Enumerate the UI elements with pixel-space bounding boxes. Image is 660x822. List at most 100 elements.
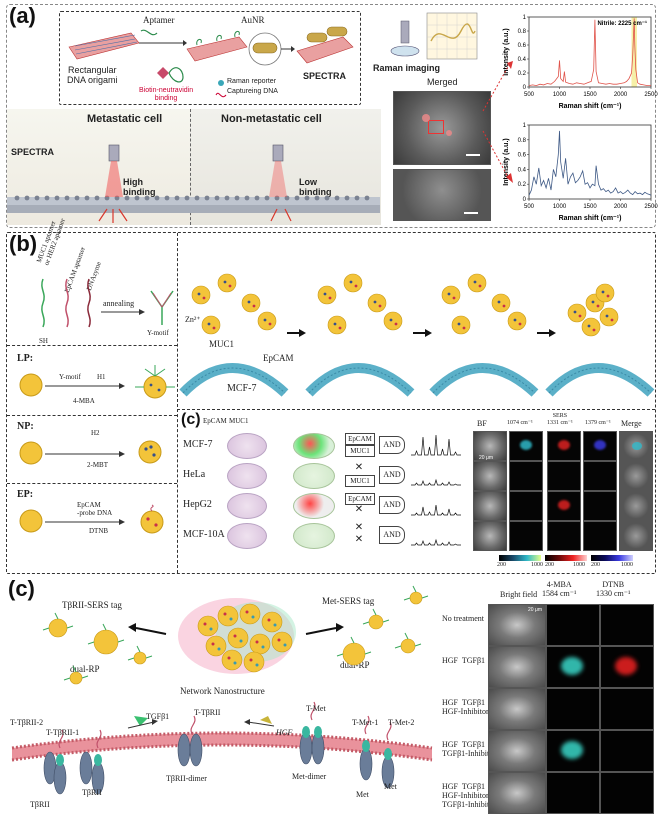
mcf7-label-b: MCF-7 xyxy=(227,383,257,394)
c1-micrograph-bf xyxy=(473,431,507,461)
c1-input-1: ✕ xyxy=(345,463,373,473)
reporter-dot xyxy=(513,318,517,322)
ep-arrow xyxy=(45,519,125,525)
x-tick-label: 500 xyxy=(524,92,535,98)
c1-spectrum-line xyxy=(411,504,461,516)
c1-and-gate: AND xyxy=(379,526,405,544)
biotin-neutravidin-icon xyxy=(157,67,184,83)
y-tick-label: 0.4 xyxy=(518,57,527,63)
reporter-dot xyxy=(255,640,259,644)
y-tick-label: 0 xyxy=(523,85,527,91)
panel-a-label: (a) xyxy=(9,3,36,28)
c1-input-2: ✕ xyxy=(345,505,373,515)
hgf-label: HGF xyxy=(276,728,293,737)
sers-tag-particle xyxy=(400,638,416,654)
c1-and-gate: AND xyxy=(379,466,405,484)
colorbar-cyan xyxy=(499,555,541,561)
c1-col-bf: BF xyxy=(477,419,487,428)
raman-imaging-label: Raman imaging xyxy=(373,63,441,73)
c1-micrograph-sers3 xyxy=(583,491,617,521)
reporter-dot xyxy=(247,300,251,304)
reporter-dot xyxy=(223,280,227,284)
gold-nanoparticle xyxy=(343,273,363,293)
metastatic-title: Metastatic cell xyxy=(87,113,163,125)
y-axis-label: Intensity (a.u.) xyxy=(503,138,510,185)
c1-micrograph-sers2 xyxy=(547,431,581,461)
network-arrowhead xyxy=(128,623,136,632)
c1-input-2: ✕ xyxy=(345,535,373,545)
reporter-dot xyxy=(591,300,595,304)
gold-nanoparticle xyxy=(567,303,587,323)
c1-input-2: MUC1 xyxy=(345,475,375,487)
panel-c: (c) TβRII-SERS tag Met-SERS tag dual-RP … xyxy=(6,576,654,818)
reporter-dot xyxy=(478,284,482,288)
c1-micrograph-sers1 xyxy=(509,431,543,461)
merge-signal xyxy=(632,442,642,450)
reporter-dot xyxy=(497,300,501,304)
reporter-dot xyxy=(263,318,267,322)
y-tick-label: 0.4 xyxy=(518,167,527,173)
sers-tag-particle xyxy=(409,591,423,605)
sh-label: SH xyxy=(39,337,48,345)
cascade-arrowhead xyxy=(549,329,556,337)
c2-mba-channel xyxy=(546,772,600,814)
c1-col-merge: Merge xyxy=(621,419,642,428)
c1-micrograph-bf xyxy=(473,491,507,521)
gold-nanoparticle xyxy=(451,315,471,335)
network-particle xyxy=(227,627,249,649)
colorbar-blue xyxy=(591,555,633,561)
c1-cell-after xyxy=(293,523,335,549)
aptamer-arrow xyxy=(139,29,187,46)
t-met-label: T-Met xyxy=(306,704,326,713)
x-tick-label: 2500 xyxy=(644,204,658,210)
x-tick-label: 2000 xyxy=(614,92,628,98)
x-axis-label: Raman shift (cm⁻¹) xyxy=(559,103,622,110)
microscope-beam-right xyxy=(269,144,287,197)
sers-tag-particle xyxy=(133,651,147,665)
lp-y-motif: Y-motif xyxy=(59,373,81,381)
reporter-dot xyxy=(389,318,393,322)
network-particle xyxy=(243,651,265,673)
ep-product xyxy=(140,504,164,534)
reporter-dot xyxy=(233,634,237,638)
network-nanostructure xyxy=(42,585,429,685)
cascade-step xyxy=(429,273,539,397)
reporter-dot xyxy=(354,284,358,288)
c2-row-label: HGF TGFβ1 xyxy=(442,656,486,665)
c1-cell-after xyxy=(293,463,335,489)
lp-gold-particle xyxy=(19,373,43,397)
x-tick-label: 1000 xyxy=(553,204,567,210)
x-tick-label: 2500 xyxy=(644,92,658,98)
np-gold-particle xyxy=(19,441,43,465)
spectra-construct xyxy=(296,26,354,64)
sers-tag-particle xyxy=(69,671,83,685)
panel-b: (b) MUC1 aptamer or HER2 aptamer EpCAM a… xyxy=(6,217,656,574)
c1-cell-before xyxy=(227,433,267,459)
t-tbrii-2: T-TβRII-2 xyxy=(10,718,44,727)
panel-b-label: (b) xyxy=(9,231,38,256)
aptamer-arm xyxy=(127,645,153,661)
y-tick-label: 0.6 xyxy=(518,153,527,159)
reporter-dot xyxy=(323,292,327,296)
spectrum-line xyxy=(528,18,651,87)
network-particle xyxy=(239,603,261,625)
c1-micrograph-merge xyxy=(619,491,653,521)
c1-cell-name: MCF-7 xyxy=(183,439,213,450)
reporter-dot xyxy=(605,314,609,318)
aunr-label: AuNR xyxy=(241,15,265,25)
c2-col-dtnb: DTNB 1330 cm⁻¹ xyxy=(596,580,631,598)
c1-micrograph-sers1 xyxy=(509,461,543,491)
c1-col-1074: 1074 cm⁻¹ xyxy=(507,420,533,426)
cascade-step xyxy=(545,283,655,397)
raman-reporter-label: Raman reporter xyxy=(227,78,277,85)
reporter-dot xyxy=(610,318,614,322)
c1-header-epcam: EpCAM xyxy=(203,417,227,425)
gold-nanoparticle xyxy=(217,273,237,293)
microscope-beam-left xyxy=(105,144,123,197)
epcam-label: EpCAM xyxy=(263,353,294,363)
y-tick-label: 0 xyxy=(523,197,527,203)
c1-mini-spectrum xyxy=(411,538,461,546)
c1-spectrum-line xyxy=(411,478,461,486)
np-product xyxy=(138,440,162,464)
high-binding-label: High binding xyxy=(123,177,156,197)
